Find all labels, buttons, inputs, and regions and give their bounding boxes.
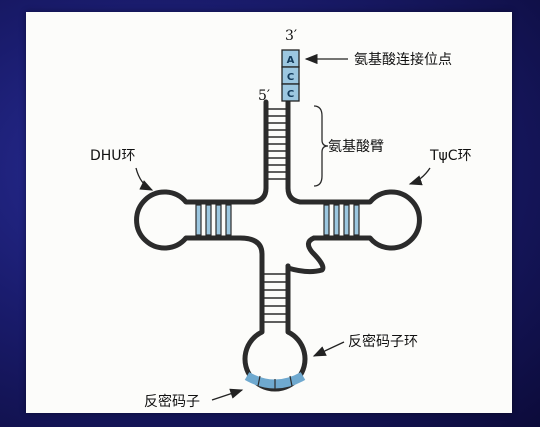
dhu-stem-bases	[195, 204, 232, 236]
three-prime-label: 3′	[285, 28, 297, 44]
tpsic-loop-arrow	[408, 167, 431, 186]
acceptor-arm-label: 氨基酸臂	[328, 138, 384, 155]
anticodon-loop	[242, 329, 308, 392]
acc-base-2: C	[287, 72, 294, 83]
tpsic-loop	[368, 189, 422, 251]
acc-tail: A C C	[281, 49, 300, 102]
anticodon-loop-arrow	[312, 341, 345, 357]
tpsic-loop-label: TψC环	[429, 148, 472, 164]
acceptor-stem	[263, 99, 291, 191]
dhu-loop	[134, 189, 188, 251]
dhu-loop-label: DHU环	[90, 148, 136, 164]
anticodon-stem	[259, 261, 291, 335]
acceptor-arm-bracket	[313, 105, 329, 187]
dhu-loop-arrow	[135, 167, 154, 191]
anticodon-base-dividers	[257, 375, 293, 389]
diagram-panel: A C C	[26, 12, 512, 413]
anticodon-loop-label: 反密码子环	[348, 333, 418, 350]
five-prime-label: 5′	[258, 88, 270, 104]
anticodon-label: 反密码子	[144, 393, 200, 410]
tpsic-stem	[311, 199, 373, 241]
anticodon-arrow	[211, 388, 244, 401]
acc-base-1: A	[287, 55, 295, 66]
acceptor-stem-bonds	[267, 108, 287, 180]
anticodon-stem-bonds	[263, 273, 287, 323]
acceptor-site-label: 氨基酸连接位点	[354, 51, 452, 68]
tpsic-stem-bases	[323, 204, 360, 236]
backbone	[237, 185, 326, 275]
dhu-stem	[183, 199, 243, 241]
trna-diagram: A C C	[90, 28, 472, 410]
acc-base-3: C	[287, 89, 294, 100]
